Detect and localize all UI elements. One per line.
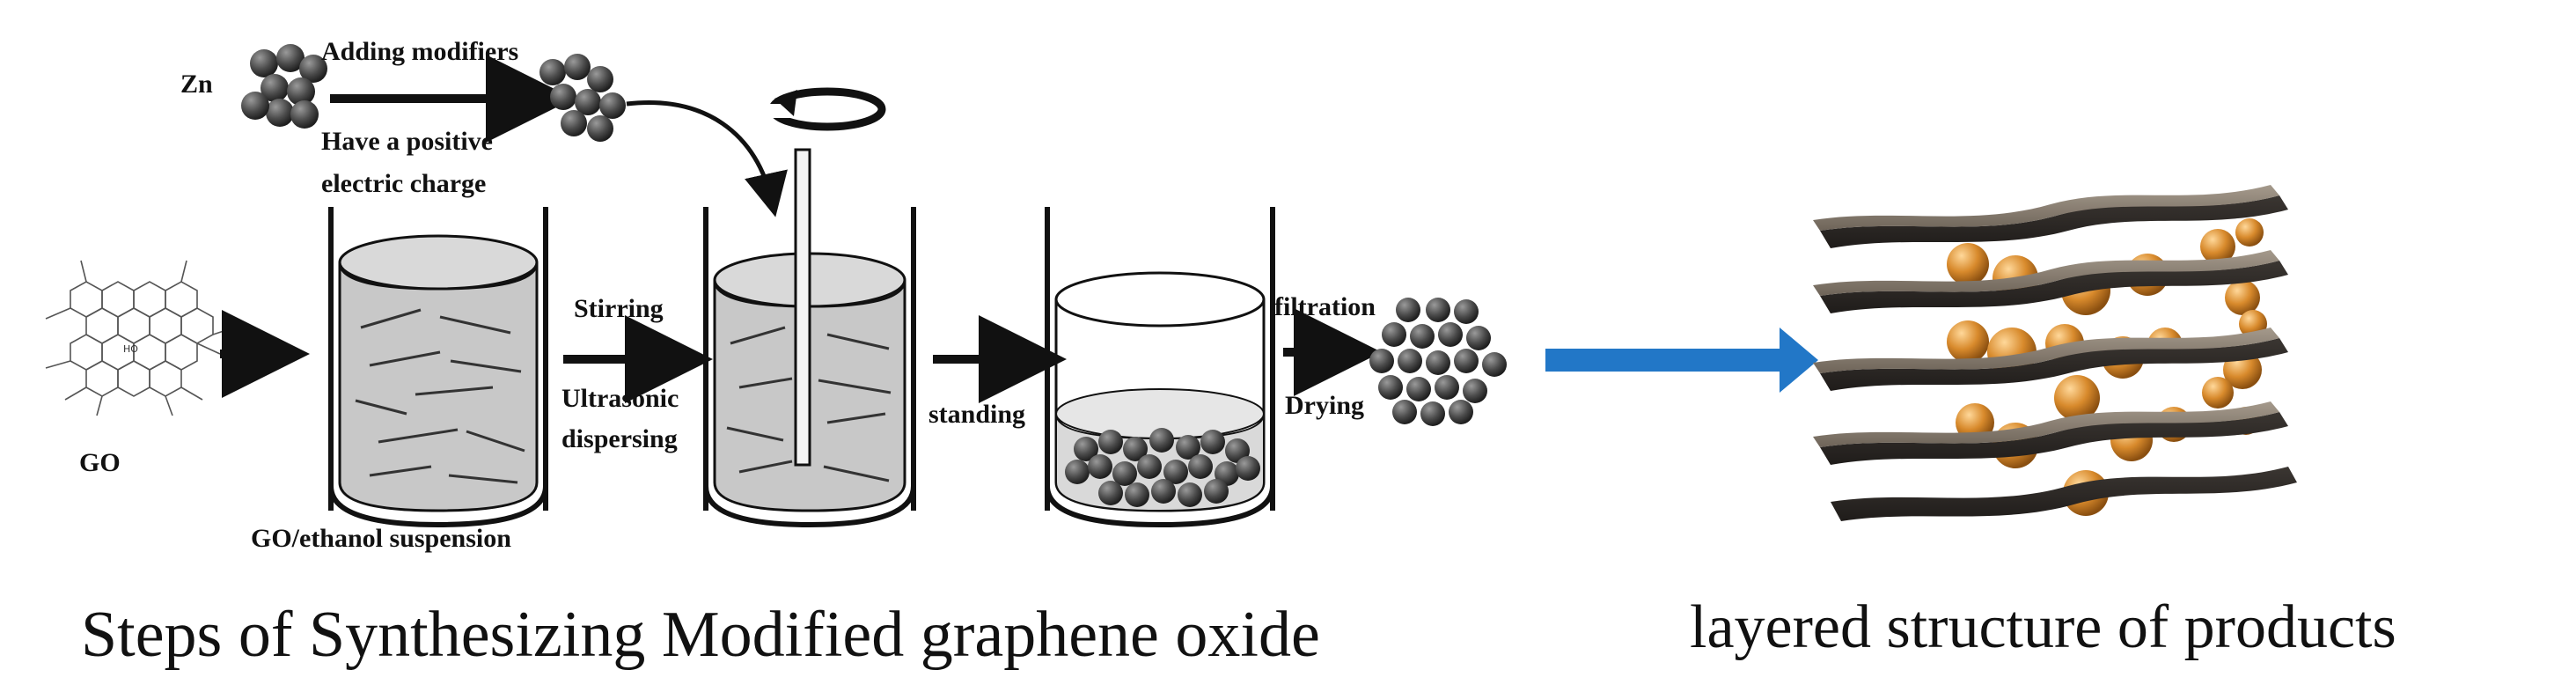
left-caption: Steps of Synthesizing Modified graphene … — [81, 599, 1320, 671]
right-caption: layered structure of products — [1690, 593, 2396, 661]
go-suspension-label: GO/ethanol suspension — [251, 524, 511, 553]
ultrasonic-label-2: dispersing — [561, 424, 678, 453]
stirring-label: Stirring — [574, 294, 664, 323]
curved-addition-arrow — [626, 100, 788, 217]
go-label: GO — [79, 448, 121, 477]
stirring-rod — [794, 148, 811, 467]
positive-charge-label-1: Have a positive — [321, 127, 493, 156]
ultrasonic-label-1: Ultrasonic — [561, 384, 679, 413]
adding-modifiers-label: Adding modifiers — [321, 37, 518, 66]
charged-cluster-icon — [539, 54, 626, 142]
filtration-label: filtration — [1274, 292, 1376, 321]
go-group-label: HO — [123, 343, 138, 355]
beaker-stirring — [703, 148, 916, 528]
standing-label: standing — [928, 400, 1025, 429]
zn-cluster-icon — [241, 44, 327, 129]
positive-charge-label-2: electric charge — [321, 169, 486, 198]
drying-label: Drying — [1285, 391, 1364, 420]
dried-particles-icon — [1369, 298, 1507, 426]
beaker-go-suspension — [328, 207, 548, 528]
sediment-particles — [1065, 428, 1260, 507]
beaker-standing — [1045, 207, 1275, 528]
layered-structure-icon — [1813, 185, 2297, 521]
result-arrow — [1545, 328, 1818, 393]
zn-label: Zn — [180, 70, 213, 99]
go-molecule-icon — [45, 260, 235, 416]
rotation-icon — [766, 87, 886, 131]
